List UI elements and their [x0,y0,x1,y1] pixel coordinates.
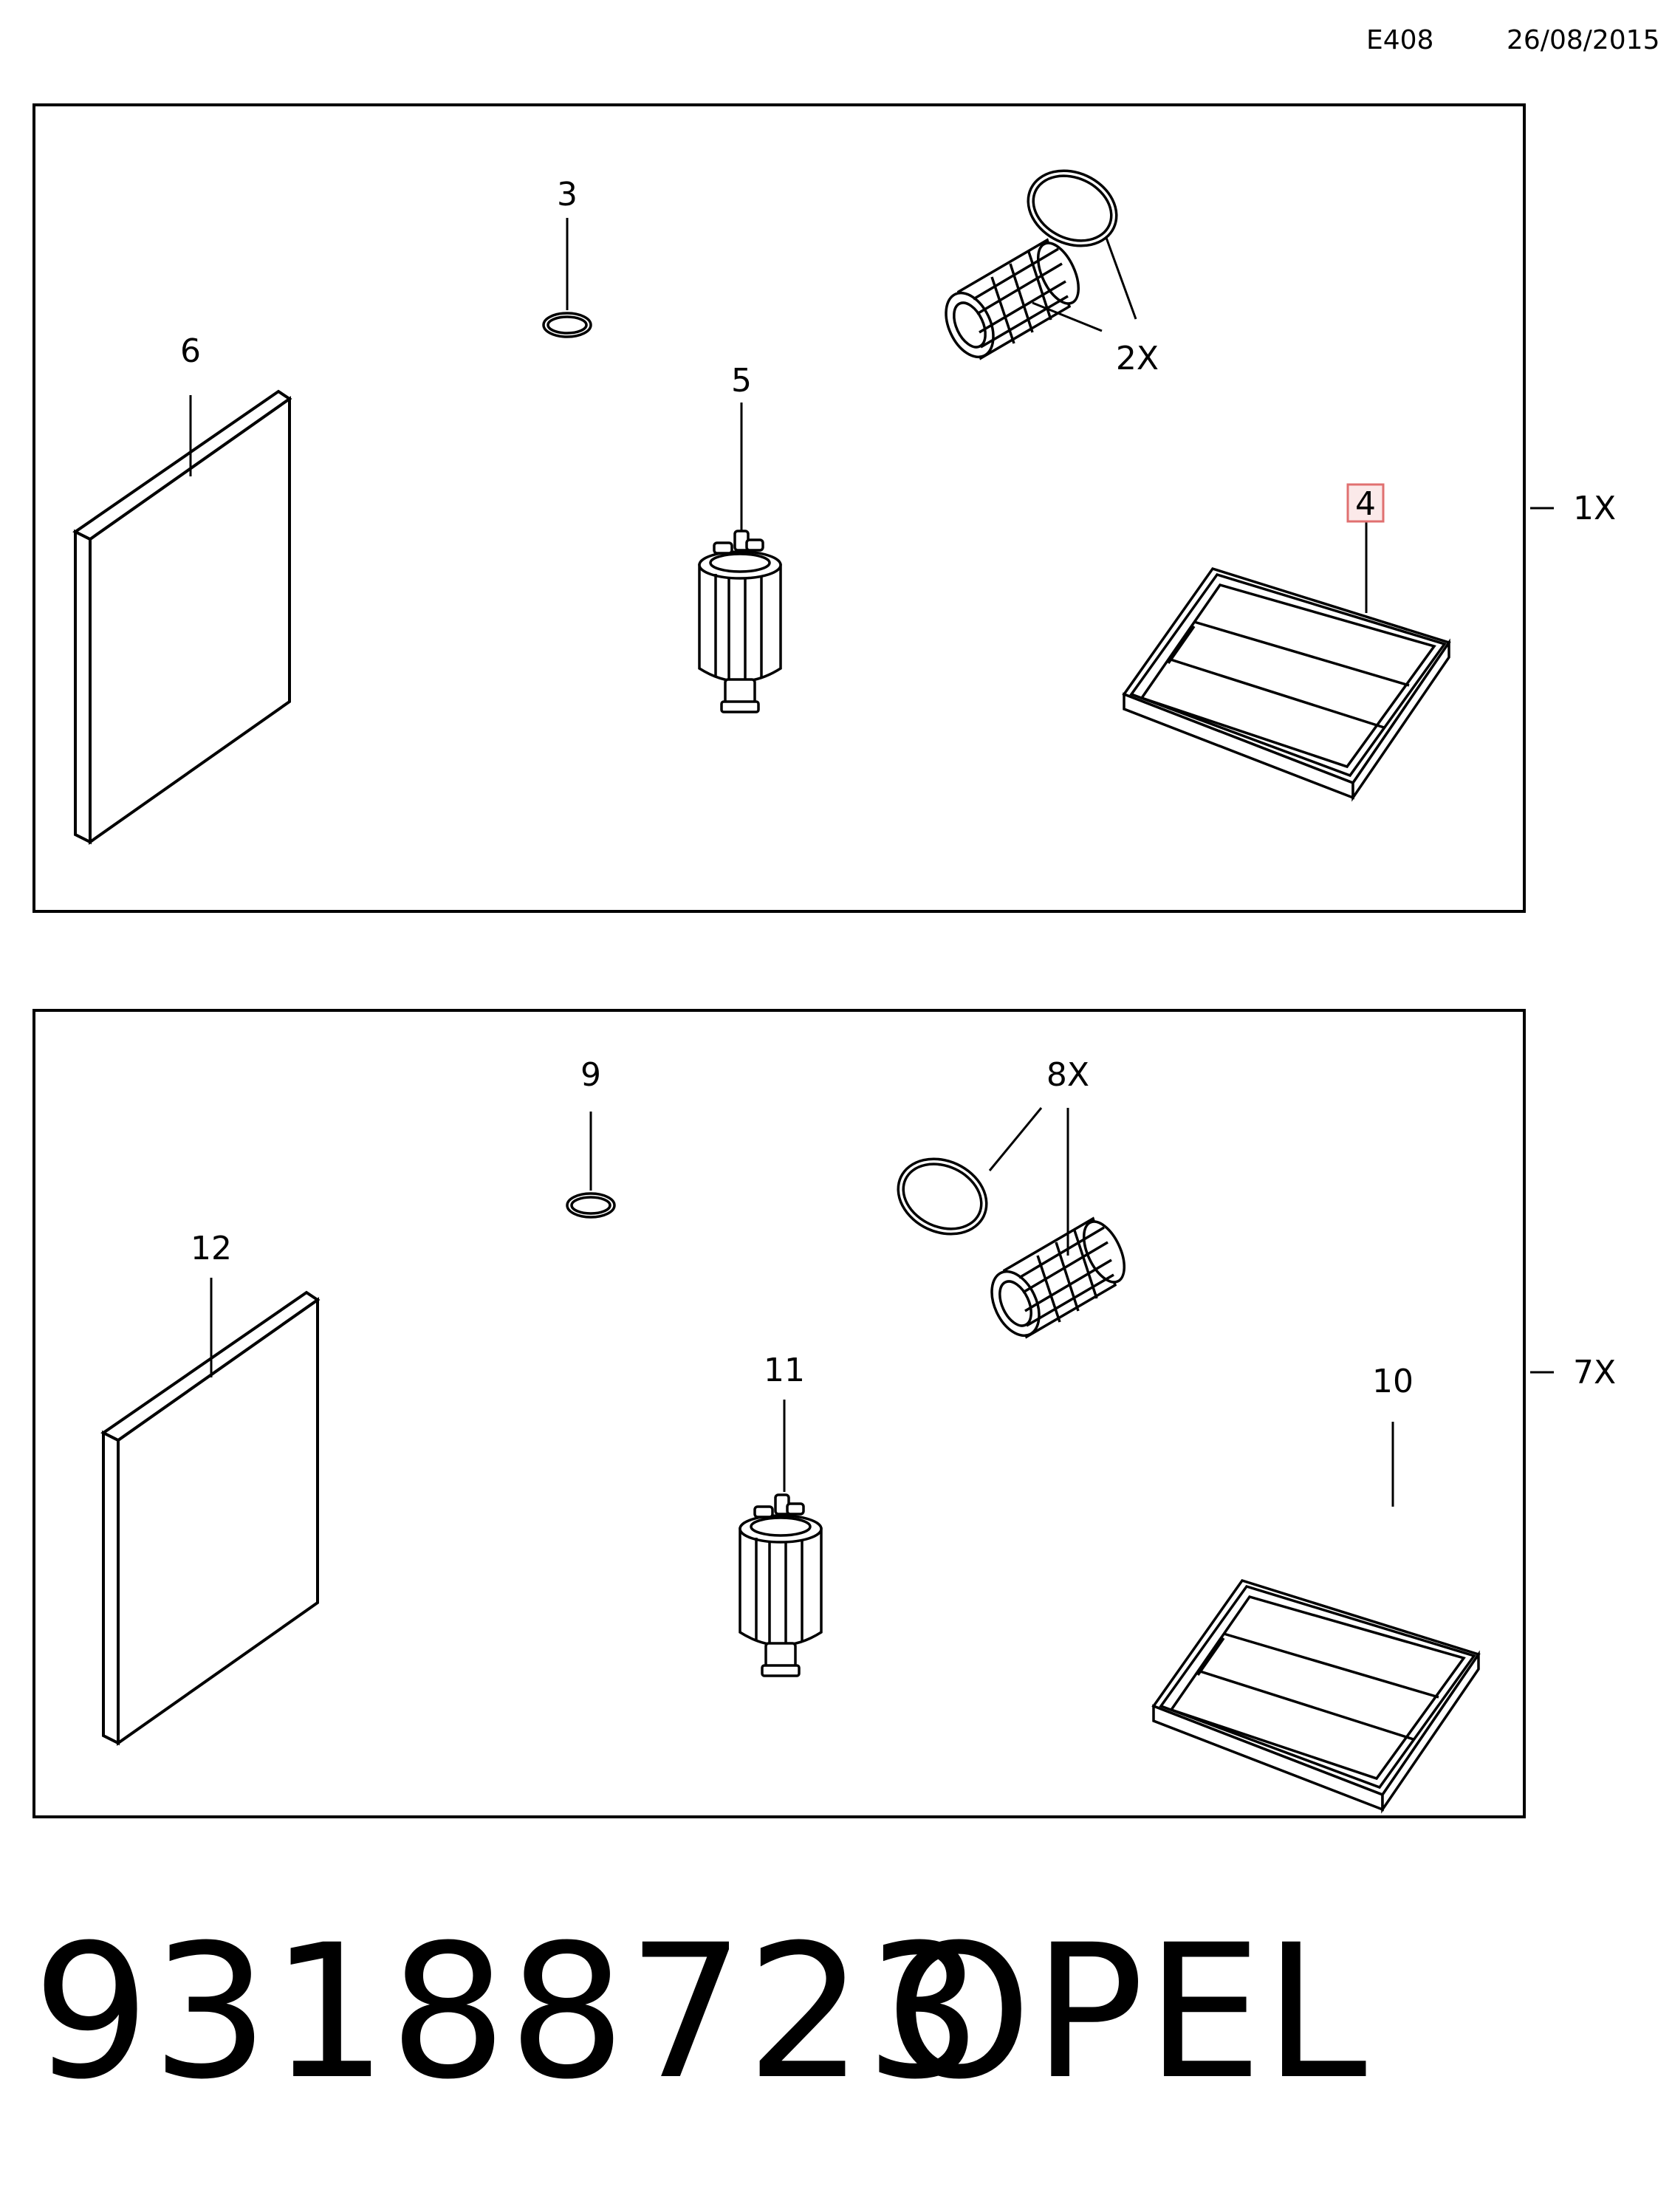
callout-9: 9 [580,1056,601,1094]
cabin-filter-2: 12 [102,1230,319,1744]
callout-3: 3 [557,176,578,213]
fuel-filter-2: 11 [739,1352,823,1677]
highlight-box [1346,483,1385,523]
brand-name: OPEL [886,1905,1368,2120]
panel-2-frame [32,1009,1526,1818]
callout-2x: 2X [1116,340,1159,377]
oring-1: 3 [542,176,592,338]
part-number: 93188723 [32,1905,984,2120]
callout-11: 11 [764,1352,805,1389]
air-filter-2: 10 [1152,1363,1480,1811]
callout-10: 10 [1372,1363,1414,1400]
oil-filter-2: 8X [884,1056,1134,1345]
diagram-date: 26/08/2015 [1507,25,1660,55]
callout-4: 4 [1355,485,1376,523]
callout-5: 5 [731,362,752,400]
fuel-filter-1: 5 [698,362,782,713]
panel-1-frame [32,103,1526,913]
oil-filter-1: 2X [935,155,1159,377]
callout-12: 12 [191,1230,232,1267]
oring-2: 9 [566,1056,616,1219]
callout-8x: 8X [1046,1056,1089,1094]
diagram-code: E408 [1366,25,1434,55]
air-filter-1: 4 [1123,483,1450,799]
callout-6: 6 [180,332,201,370]
panel-2-quantity: 7X [1573,1354,1616,1391]
panel-1-quantity: 1X [1573,490,1616,527]
cabin-filter-1: 6 [74,332,291,843]
